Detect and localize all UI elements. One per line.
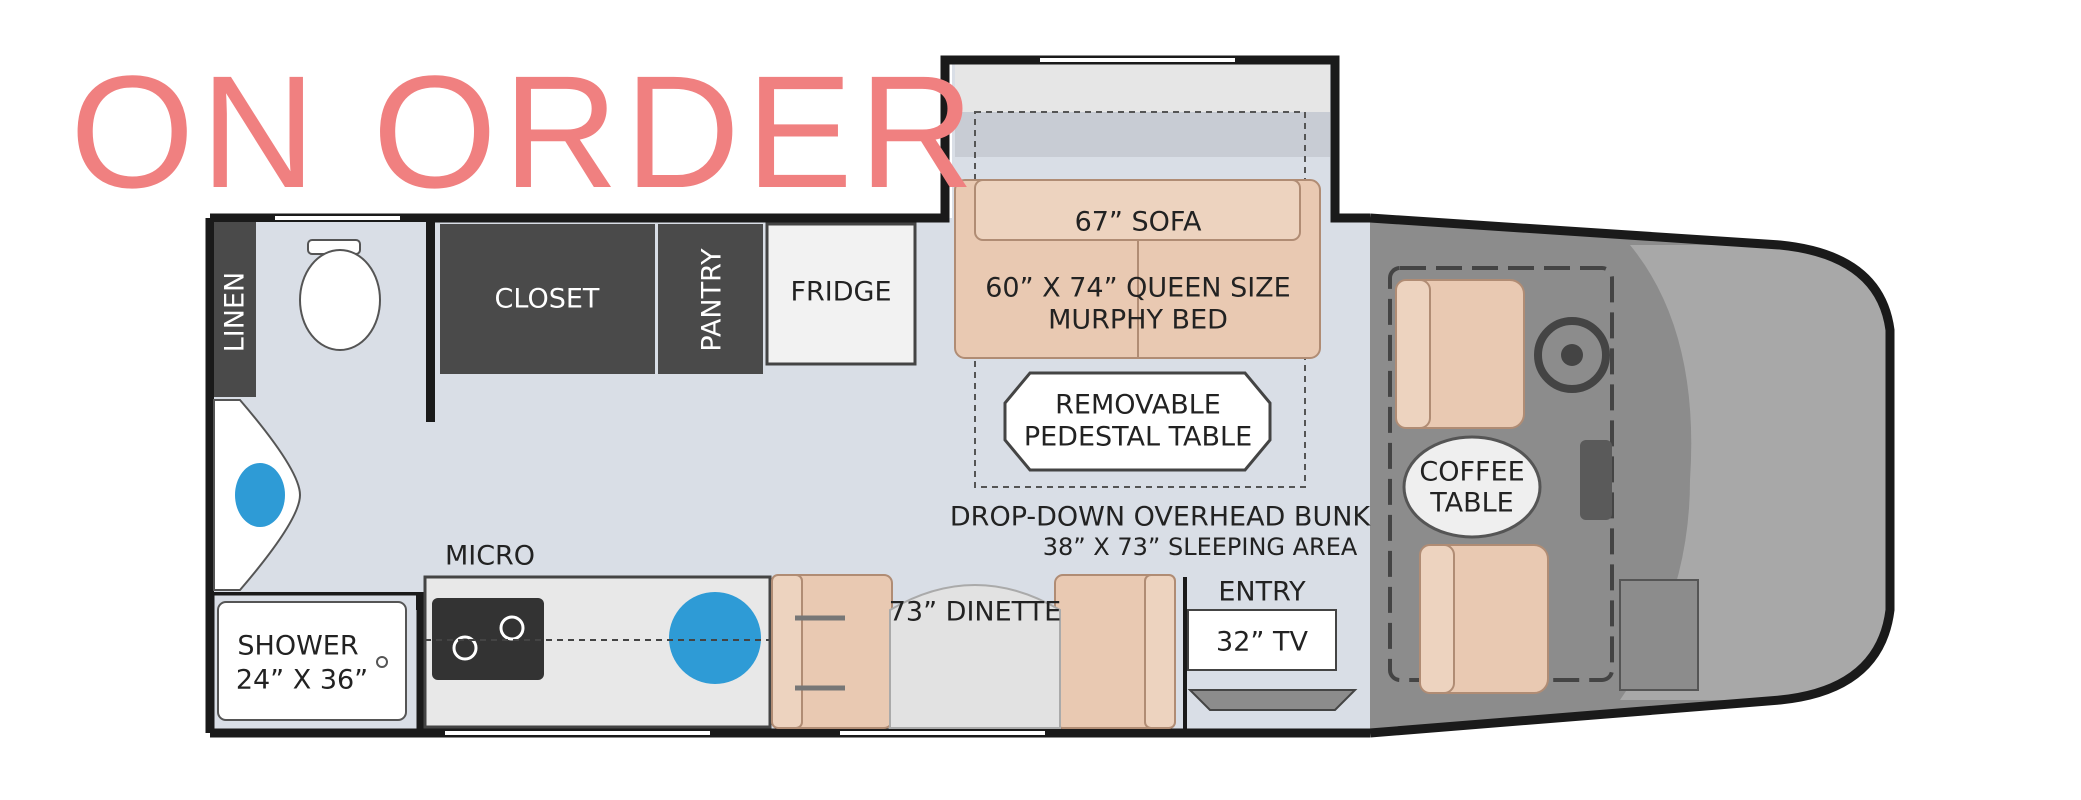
burner-icon-1 [452,635,478,661]
bunk-label-line1: DROP-DOWN OVERHEAD BUNK [950,502,1372,533]
galley-sink-icon [669,592,761,684]
dinette-bench-left-back [771,574,803,729]
entry-step [1187,689,1358,711]
fridge [765,222,917,366]
shower-drain-icon [376,656,388,668]
pantry [658,224,763,374]
tv-cabinet [1187,609,1337,671]
shower-label-line1: SHOWER [237,631,358,662]
tv-label: 32” TV [1216,627,1308,658]
steering-wheel-icon [1534,317,1610,393]
linen-label: LINEN [220,272,251,352]
slide-out-shade [955,112,1330,157]
shower-pan [217,601,407,721]
micro-label: MICRO [445,541,535,572]
pedestal-table [1003,371,1272,472]
dinette-table [889,584,1061,729]
fridge-label: FRIDGE [790,277,891,308]
cab-chair-driver-back [1395,279,1431,429]
cab-chair-passenger-back [1419,544,1455,694]
pantry-label: PANTRY [697,248,728,352]
bunk-label-line2: 38” X 73” SLEEPING AREA [1043,533,1358,561]
toilet-icon [299,249,381,351]
murphy-bed-label-line1: 60” X 74” QUEEN SIZE [985,273,1291,304]
closet-label: CLOSET [495,284,600,315]
sofa-label: 67” SOFA [1075,207,1202,238]
coffee-table-label-line2: TABLE [1429,488,1514,519]
burner-icon-2 [499,615,525,641]
slide-out-upper-strip [955,62,1330,112]
shower-label-line2: 24” X 36” [236,665,368,696]
closet [440,224,655,374]
steering-wheel-hub-icon [1561,344,1583,366]
bath-sink-icon [235,463,285,527]
linen-cabinet [214,222,256,397]
pedestal-table-label-line2: PEDESTAL TABLE [1024,422,1252,453]
coffee-table-label-line1: COFFEE [1419,457,1524,488]
entry-label: ENTRY [1218,577,1306,608]
murphy-bed-label-line2: MURPHY BED [1048,305,1228,336]
cab-console [1580,440,1612,520]
dinette-bench-right-back [1144,574,1176,729]
cab-step [1619,579,1699,691]
cab-outline [1369,213,1895,738]
coffee-table [1402,435,1542,539]
on-order-watermark: ON ORDER [70,42,981,221]
dinette-label: 73” DINETTE [889,597,1062,628]
pedestal-table-label-line1: REMOVABLE [1055,390,1221,421]
